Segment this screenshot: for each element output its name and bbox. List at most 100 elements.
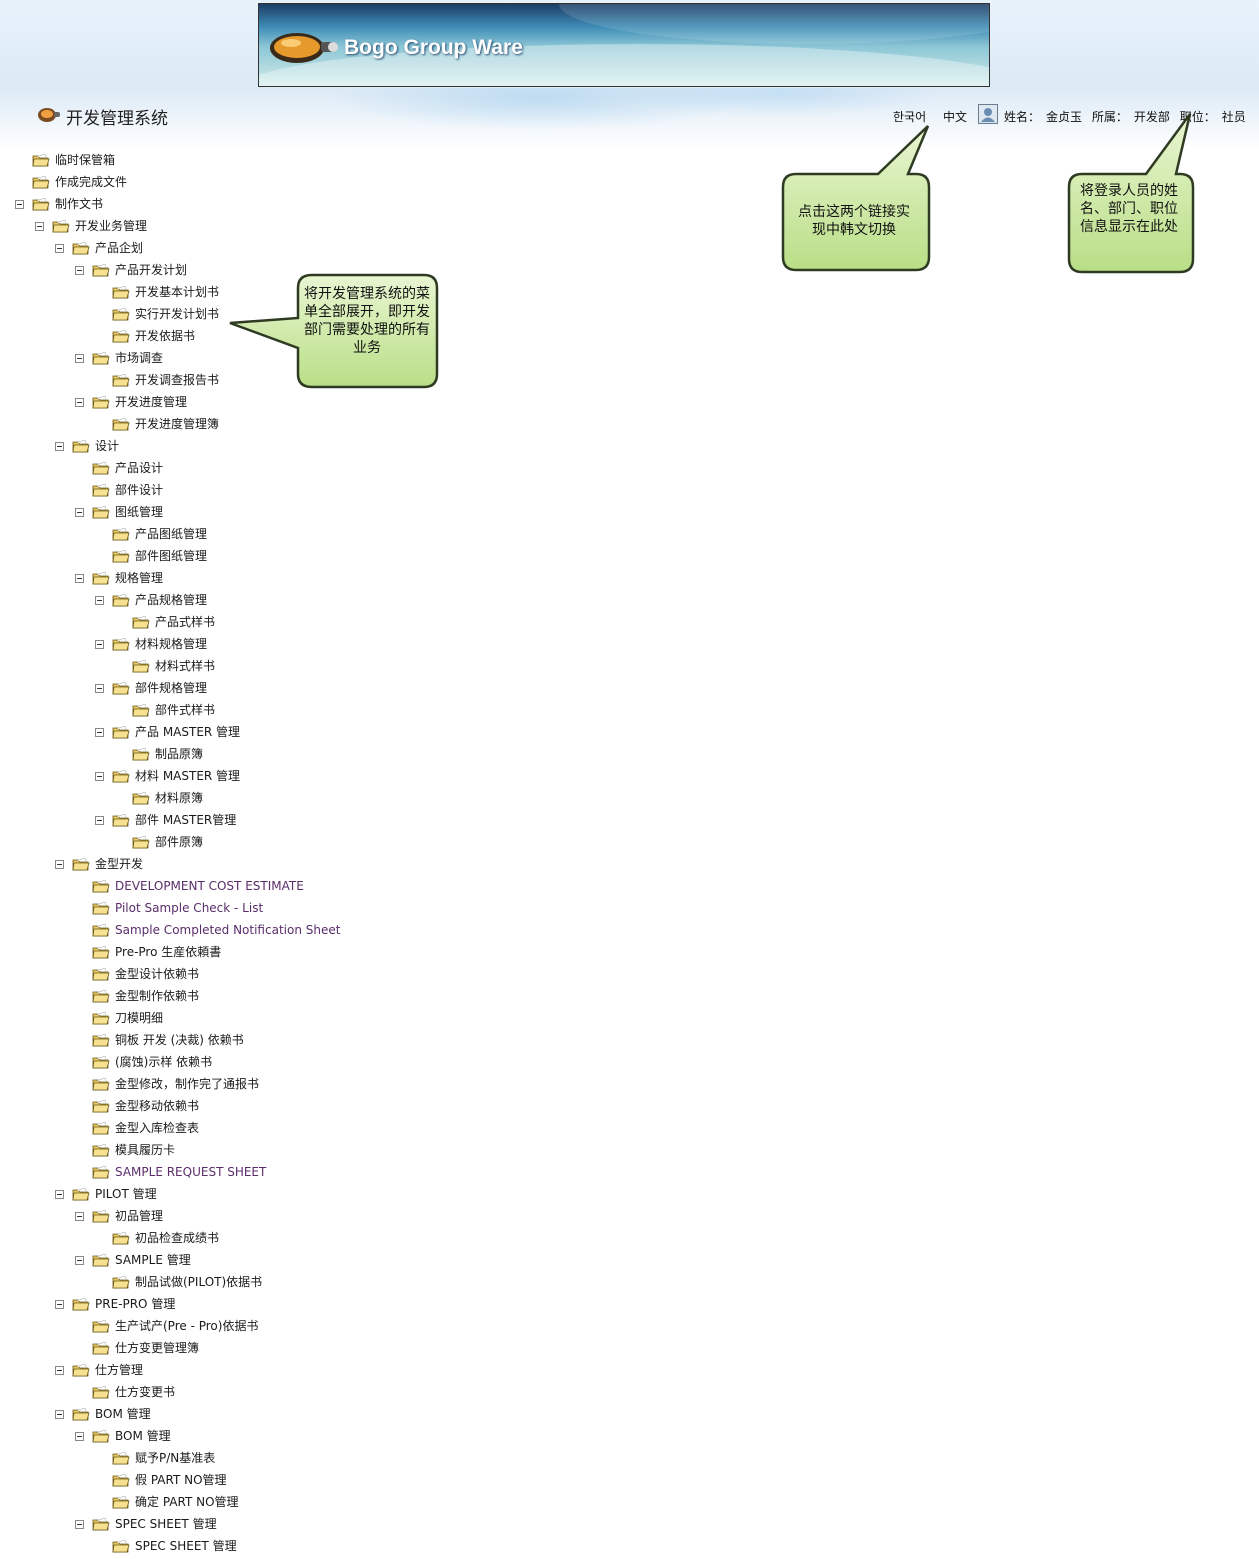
open-folder-icon: [32, 153, 50, 167]
open-folder-icon: [92, 901, 110, 915]
open-folder-icon: [112, 637, 130, 651]
collapse-toggle-icon[interactable]: [55, 1190, 64, 1199]
collapse-toggle-icon[interactable]: [35, 222, 44, 231]
chinese-language-link[interactable]: 中文: [943, 110, 968, 124]
open-folder-icon: [72, 1297, 90, 1311]
collapse-toggle-icon[interactable]: [75, 266, 84, 275]
collapse-toggle-icon[interactable]: [55, 1300, 64, 1309]
collapse-toggle-icon[interactable]: [55, 1366, 64, 1375]
open-folder-icon: [112, 1495, 130, 1509]
tree-item-label: 部件规格管理: [135, 681, 208, 695]
system-logo-icon: [38, 108, 60, 122]
open-folder-icon: [92, 1121, 110, 1135]
tree-item-label: Sample Completed Notification Sheet: [115, 923, 341, 937]
collapse-toggle-icon[interactable]: [95, 772, 104, 781]
open-folder-icon: [132, 615, 150, 629]
name-label: 姓名：: [1004, 110, 1041, 124]
user-position: 社员: [1221, 110, 1246, 124]
dept-label: 所属：: [1091, 110, 1128, 124]
open-folder-icon: [72, 439, 90, 453]
open-folder-icon: [92, 483, 110, 497]
tree-item-label: 生产试产(Pre - Pro)依据书: [115, 1319, 259, 1333]
open-folder-icon: [112, 307, 130, 321]
tree-item-label: BOM 管理: [95, 1407, 151, 1421]
open-folder-icon: [112, 725, 130, 739]
open-folder-icon: [92, 879, 110, 893]
tree-item-label: PRE-PRO 管理: [95, 1297, 176, 1311]
tree-item-label: 开发业务管理: [75, 219, 148, 233]
tree-item-label: SAMPLE 管理: [115, 1253, 191, 1267]
collapse-toggle-icon[interactable]: [75, 398, 84, 407]
userinfo-callout-text: 将登录人员的姓名、部门、职位信息显示在此处: [1080, 183, 1178, 235]
collapse-toggle-icon[interactable]: [75, 1256, 84, 1265]
userinfo-callout: 将登录人员的姓名、部门、职位信息显示在此处: [1064, 112, 1204, 276]
collapse-toggle-icon[interactable]: [95, 640, 104, 649]
collapse-toggle-icon[interactable]: [95, 816, 104, 825]
tree-item-label: 实行开发计划书: [135, 307, 220, 321]
tree-item-label: 仕方管理: [95, 1363, 144, 1377]
menu-callout: 将开发管理系统的菜单全部展开，即开发部门需要处理的所有业务: [228, 272, 442, 394]
tree-item-label: SPEC SHEET 管理: [135, 1539, 237, 1553]
open-folder-icon: [112, 593, 130, 607]
korean-language-link[interactable]: 한국어: [893, 110, 927, 124]
open-folder-icon: [72, 241, 90, 255]
open-folder-icon: [112, 1275, 130, 1289]
tree-item-label: 开发进度管理簿: [135, 417, 220, 431]
menu-callout-text: 将开发管理系统的菜单全部展开，即开发部门需要处理的所有业务: [304, 286, 430, 356]
collapse-toggle-icon[interactable]: [55, 244, 64, 253]
tree-item-label: 部件原簿: [155, 835, 204, 849]
tree-item-label: 开发依据书: [135, 329, 196, 343]
open-folder-icon: [92, 1517, 110, 1531]
collapse-toggle-icon[interactable]: [75, 1432, 84, 1441]
tree-item-label: 刀模明细: [115, 1011, 164, 1025]
open-folder-icon: [92, 1011, 110, 1025]
page-title: 开发管理系统: [66, 109, 168, 129]
open-folder-icon: [32, 197, 50, 211]
tree-item-label: 开发进度管理: [115, 395, 188, 409]
tree-item-label: 产品设计: [115, 461, 164, 475]
open-folder-icon: [112, 1231, 130, 1245]
tree-item-label: Pre-Pro 生産依頼書: [115, 945, 222, 959]
open-folder-icon: [132, 791, 150, 805]
collapse-toggle-icon[interactable]: [95, 596, 104, 605]
collapse-toggle-icon[interactable]: [75, 1212, 84, 1221]
tree-item-label: 产品图纸管理: [135, 527, 208, 541]
collapse-toggle-icon[interactable]: [15, 200, 24, 209]
collapse-toggle-icon[interactable]: [75, 1520, 84, 1529]
open-folder-icon: [132, 747, 150, 761]
collapse-toggle-icon[interactable]: [55, 860, 64, 869]
open-folder-icon: [112, 527, 130, 541]
open-folder-icon: [72, 1363, 90, 1377]
tree-item-label: 开发调查报告书: [135, 373, 220, 387]
tree-item-label: PILOT 管理: [95, 1187, 157, 1201]
tree-item-label: SPEC SHEET 管理: [115, 1517, 217, 1531]
tree-item-label: 材料规格管理: [135, 637, 208, 651]
open-folder-icon: [92, 1165, 110, 1179]
open-folder-icon: [112, 373, 130, 387]
open-folder-icon: [92, 1341, 110, 1355]
open-folder-icon: [112, 769, 130, 783]
open-folder-icon: [132, 703, 150, 717]
goggles-logo-icon: [270, 33, 338, 63]
tree-item-label: 制作文书: [55, 197, 104, 211]
collapse-toggle-icon[interactable]: [75, 574, 84, 583]
open-folder-icon: [72, 857, 90, 871]
collapse-toggle-icon[interactable]: [95, 728, 104, 737]
collapse-toggle-icon[interactable]: [55, 1410, 64, 1419]
user-dept: 开发部: [1133, 110, 1170, 124]
open-folder-icon: [72, 1187, 90, 1201]
collapse-toggle-icon[interactable]: [75, 508, 84, 517]
collapse-toggle-icon[interactable]: [95, 684, 104, 693]
user-name: 金贞玉: [1046, 110, 1083, 124]
collapse-toggle-icon[interactable]: [55, 442, 64, 451]
tree-item-label: 图纸管理: [115, 505, 164, 519]
tree-item-label: 金型设计依赖书: [115, 967, 200, 981]
open-folder-icon: [112, 1539, 130, 1553]
open-folder-icon: [112, 285, 130, 299]
collapse-toggle-icon[interactable]: [75, 354, 84, 363]
tree-item-label: 仕方变更书: [115, 1385, 176, 1399]
tree-item-label: 材料式样书: [155, 659, 216, 673]
open-folder-icon: [92, 505, 110, 519]
tree-item-label: 制品试做(PILOT)依据书: [135, 1275, 263, 1289]
open-folder-icon: [72, 1407, 90, 1421]
